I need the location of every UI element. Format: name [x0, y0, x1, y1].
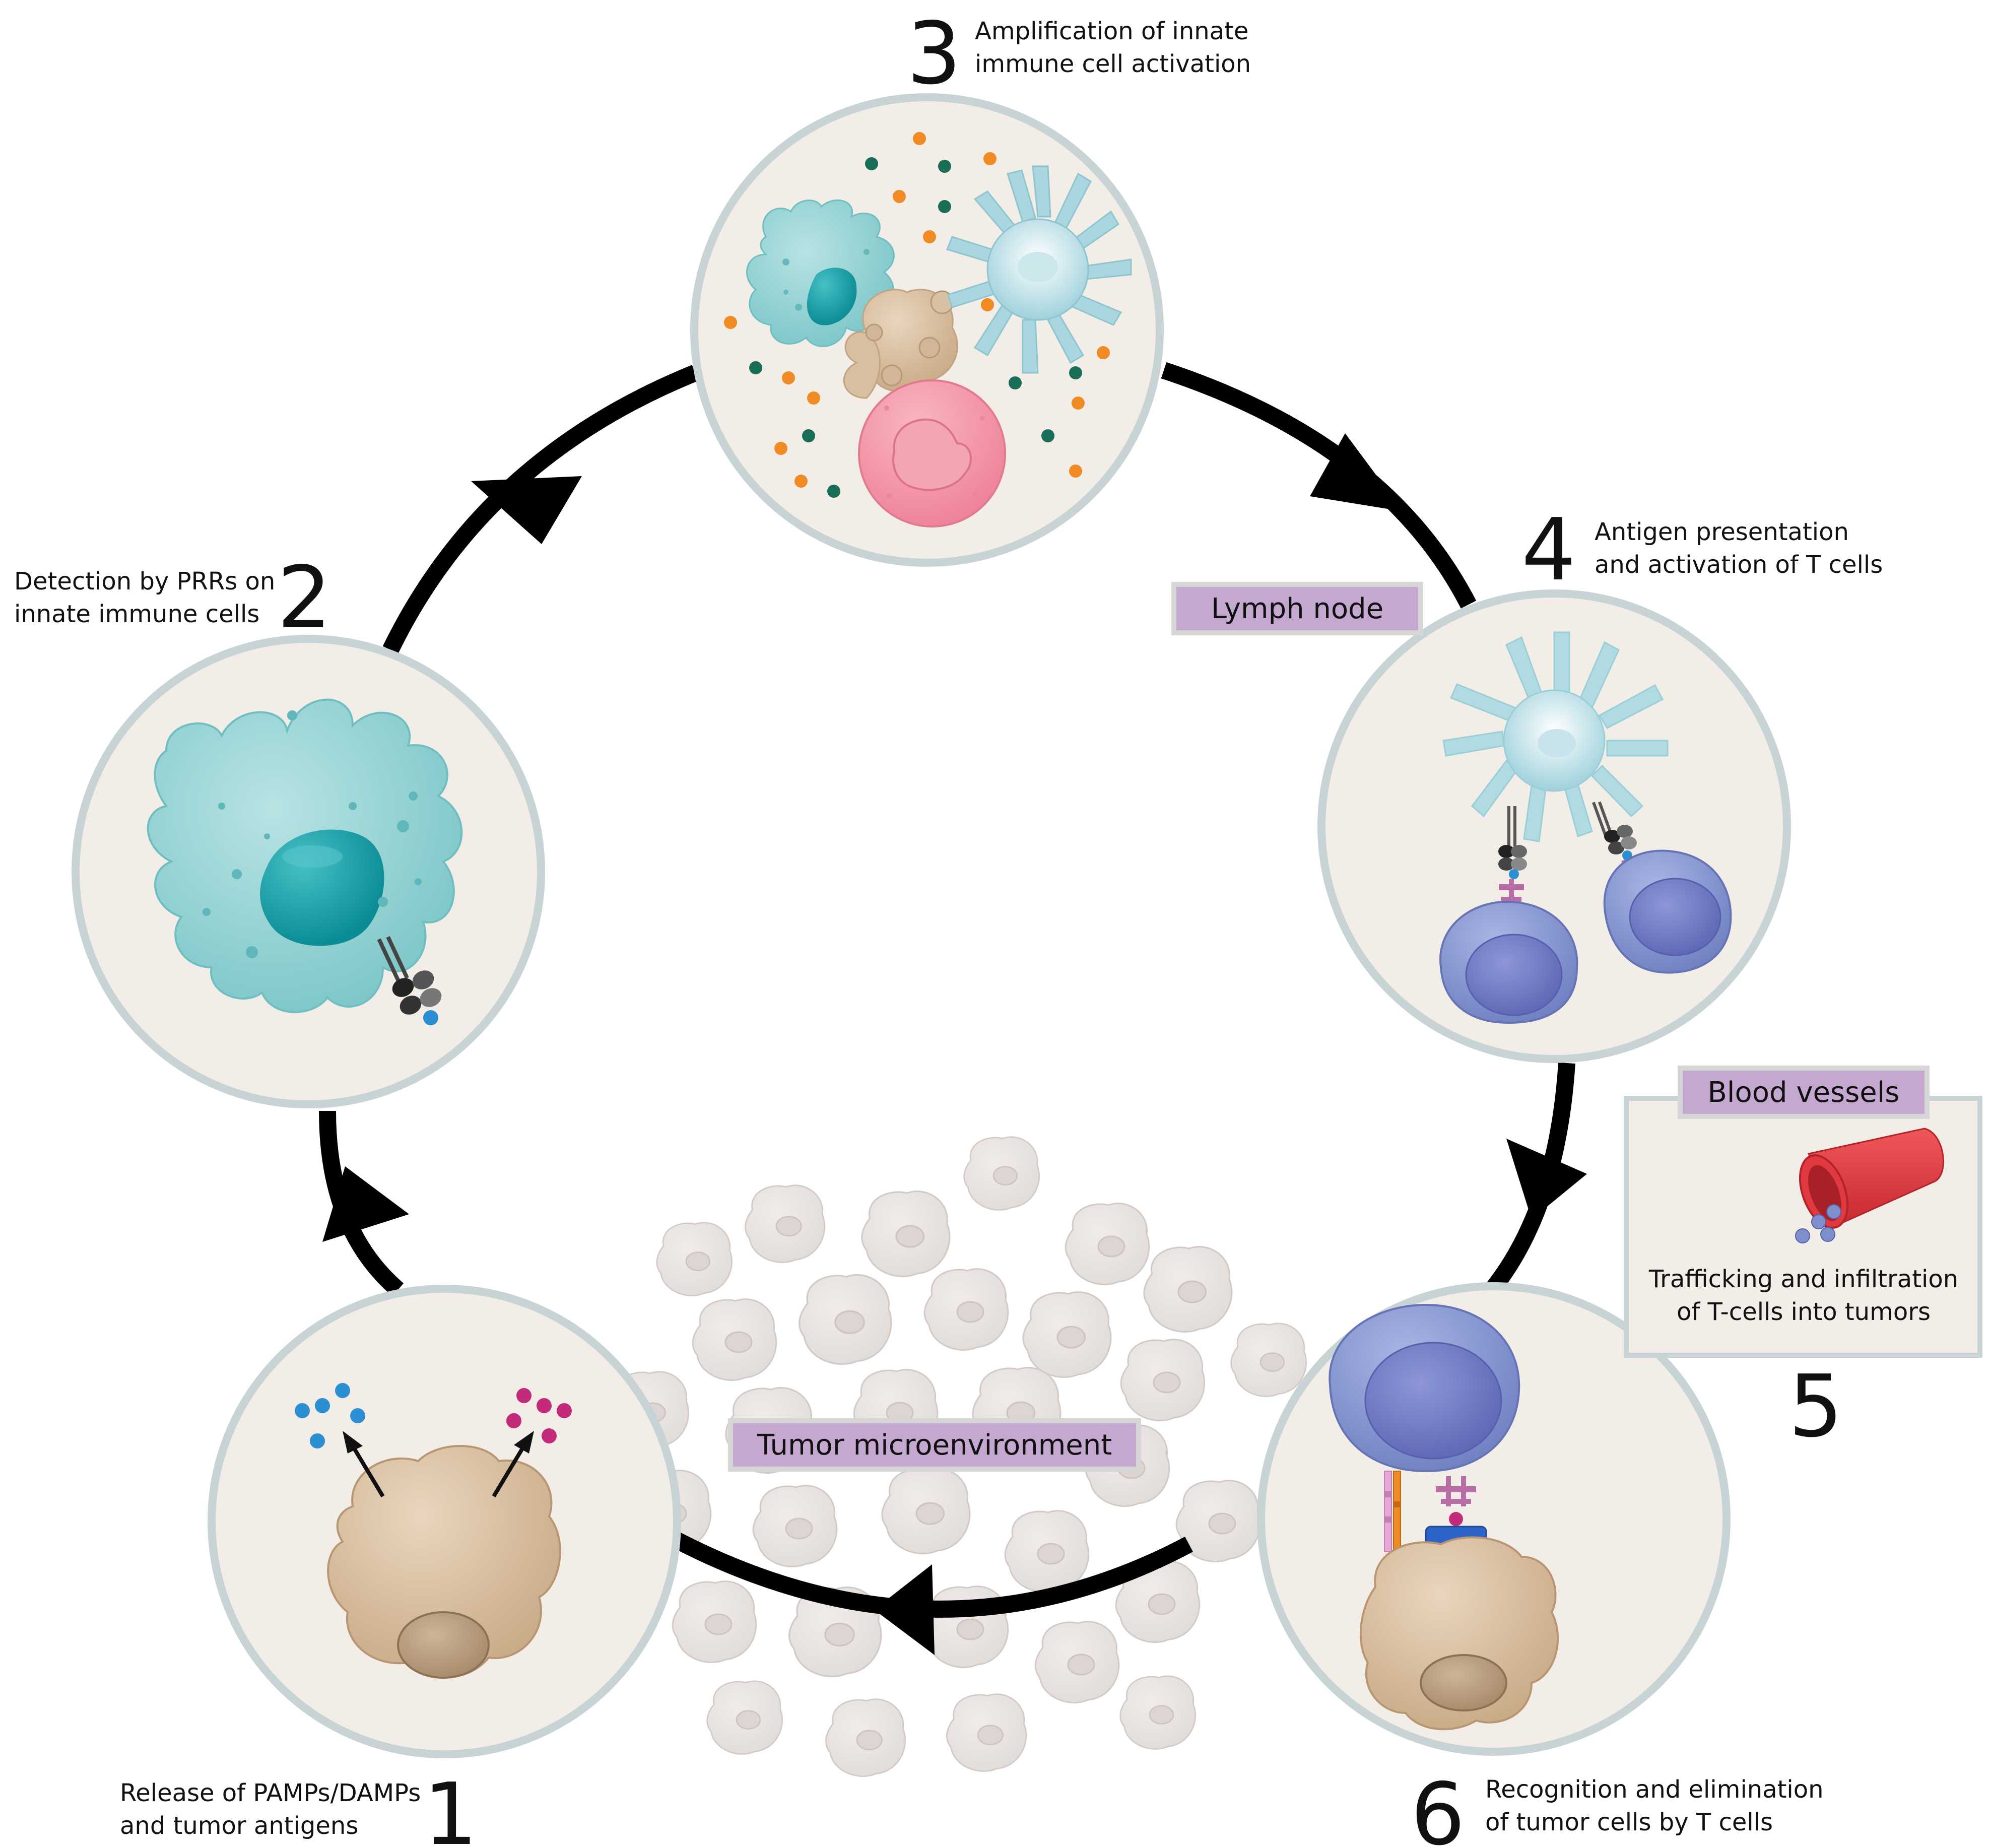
pattern-recognition-receptor	[377, 936, 442, 1025]
release-arrows	[343, 1431, 534, 1498]
dendritic-cell-top	[946, 165, 1132, 374]
tumor-antigen-dots	[506, 1388, 572, 1443]
step-6-caption-line2: of tumor cells by T cells	[1485, 1808, 1773, 1836]
step-1-caption-line1: Release of PAMPs/DAMPs	[120, 1779, 421, 1807]
step-3-caption-line2: immune cell activation	[975, 50, 1251, 78]
cytokine-dots	[724, 132, 1110, 498]
panel-recognition	[1257, 1282, 1731, 1756]
arrowhead-down	[1506, 1139, 1587, 1219]
step-6-caption-line1: Recognition and elimination	[1485, 1775, 1824, 1804]
step-3-number: 3	[907, 4, 961, 104]
killer-t-cell	[1329, 1303, 1520, 1473]
arc-6-to-1	[666, 1529, 1193, 1618]
t-cell-right	[1603, 849, 1732, 974]
tag-tumor-microenvironment-label: Tumor microenvironment	[757, 1429, 1112, 1462]
step-2-caption-line1: Detection by PRRs on	[14, 567, 275, 596]
arrowhead-left	[874, 1564, 935, 1655]
tag-lymph-node: Lymph node	[1171, 582, 1423, 635]
target-tumor-cell	[1359, 1536, 1559, 1731]
cycle-arrowheads	[322, 433, 1587, 1655]
tag-blood-vessels: Blood vessels	[1678, 1066, 1930, 1119]
step-3-caption-line1: Amplification of innate	[975, 17, 1248, 45]
step-5-number: 5	[1788, 1357, 1843, 1457]
dying-tumor-cell	[327, 1445, 561, 1678]
step-1-number: 1	[423, 1765, 478, 1848]
tag-tumor-microenvironment: Tumor microenvironment	[728, 1418, 1141, 1472]
neutrophil	[858, 379, 1006, 527]
mhc-receptor-left	[1498, 806, 1527, 914]
step-5-caption-line2: of T-cells into tumors	[1677, 1298, 1931, 1326]
mast-cell-cluster	[843, 289, 958, 399]
panel-antigen-presentation	[1317, 589, 1791, 1063]
panel-trafficking	[1624, 1096, 1982, 1358]
panel-release	[208, 1285, 681, 1758]
adhesion-molecules	[1384, 1471, 1401, 1562]
arrowhead-up	[322, 1166, 409, 1242]
arrowhead-down-right	[1310, 433, 1403, 511]
step-4-number: 4	[1521, 500, 1576, 600]
step-2-caption-line2: innate immune cells	[14, 600, 259, 628]
tumor-nucleus	[397, 1611, 490, 1679]
tag-lymph-node-label: Lymph node	[1211, 592, 1383, 625]
t-cell-left	[1439, 900, 1578, 1024]
panel-amplification	[690, 93, 1164, 567]
step-5-caption-line1: Trafficking and infiltration	[1648, 1265, 1958, 1293]
step-1-caption-line2: and tumor antigens	[120, 1812, 358, 1840]
step-2-number: 2	[277, 548, 331, 648]
blood-vessel-illustration	[1795, 1128, 1944, 1243]
step-4-caption-line1: Antigen presentation	[1595, 518, 1849, 546]
dendritic-cell-lymph	[1442, 631, 1669, 842]
step-6-number: 6	[1411, 1765, 1465, 1848]
tag-blood-vessels-label: Blood vessels	[1708, 1076, 1900, 1109]
step-4-caption-line2: and activation of T cells	[1595, 551, 1883, 579]
pamp-dots	[295, 1383, 365, 1448]
panel-detection	[72, 635, 545, 1108]
arrowhead-up-left	[471, 476, 582, 544]
